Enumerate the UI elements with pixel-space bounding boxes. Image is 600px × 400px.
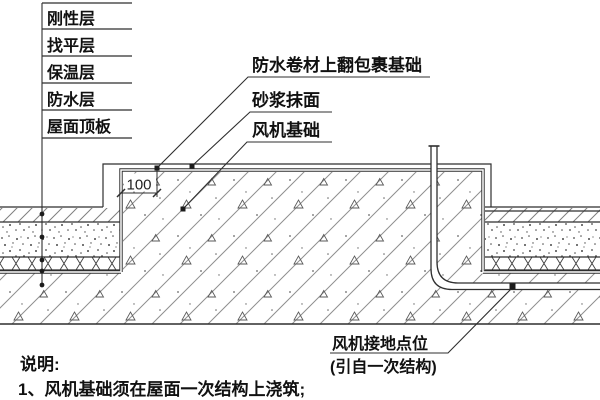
callout-foundation-label: 风机基础 — [252, 120, 320, 140]
mortar-finish-outline — [102, 163, 492, 207]
legend-leader-dots — [39, 211, 45, 288]
dimension-backing — [124, 173, 156, 192]
callout-grounding: 风机接地点位 (引自一次结构) — [330, 283, 516, 376]
leader-dot — [180, 206, 186, 212]
layer-label-rigid: 刚性层 — [47, 9, 95, 28]
rigid-layer-right — [485, 208, 600, 222]
insulation-layer-left — [0, 257, 120, 271]
callout-fan-foundation: 风机基础 — [180, 120, 332, 212]
layer-label-waterproof: 防水层 — [47, 90, 95, 109]
callout-membrane-label: 防水卷材上翻包裹基础 — [252, 55, 422, 75]
membrane-outline — [0, 168, 600, 274]
notes: 说明: 1、风机基础须在屋面一次结构上浇筑; — [18, 354, 305, 399]
grounding-dot — [509, 283, 516, 290]
dimension-label: 100 — [126, 177, 151, 194]
notes-item-1: 1、风机基础须在屋面一次结构上浇筑; — [18, 379, 305, 399]
layer-label-insulation: 保温层 — [46, 63, 95, 82]
layer-label-roof-slab: 屋面顶板 — [47, 117, 112, 136]
roof-layer-lines — [0, 206, 600, 325]
callout-mortar-finish: 砂浆抹面 — [189, 90, 332, 169]
callout-mortar-label: 砂浆抹面 — [252, 90, 320, 110]
leveling-layer-right — [485, 222, 600, 257]
callout-membrane-wrap: 防水卷材上翻包裹基础 — [154, 55, 430, 171]
leader-dot — [154, 165, 160, 171]
insulation-layer-right — [485, 257, 600, 271]
notes-heading: 说明: — [20, 354, 60, 374]
leveling-layer-left — [0, 222, 120, 257]
rigid-layer-left — [0, 208, 120, 222]
dimension-100: 100 — [116, 170, 162, 198]
grounding-pipe — [428, 145, 600, 291]
grounding-label-line2: (引自一次结构) — [330, 357, 437, 376]
layer-label-leveling: 找平层 — [47, 36, 95, 55]
grounding-label-line1: 风机接地点位 — [332, 334, 428, 353]
layer-legend: 刚性层 找平层 保温层 防水层 屋面顶板 — [39, 2, 132, 288]
leader-dot — [189, 163, 195, 169]
